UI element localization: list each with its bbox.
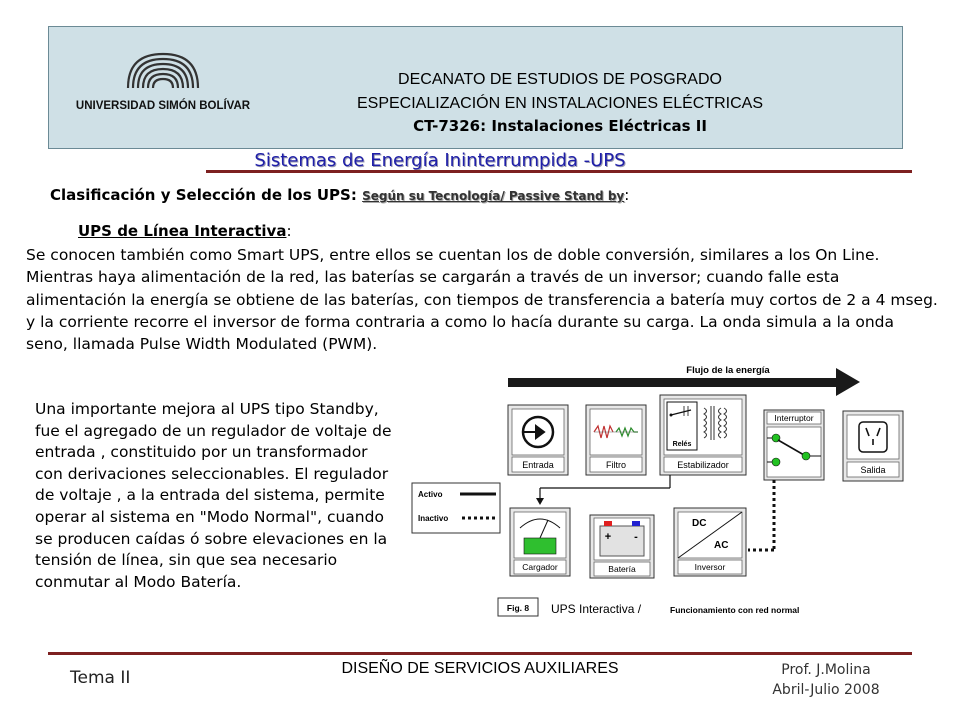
legend: Activo Inactivo — [411, 482, 501, 534]
block-cargador: Cargador — [509, 507, 571, 577]
footer-rule — [48, 652, 912, 655]
footer-course: DISEÑO DE SERVICIOS AUXILIARES — [341, 660, 619, 677]
intro-paragraph: Se conocen también como Smart UPS, entre… — [26, 246, 938, 354]
title-rule — [206, 170, 912, 173]
header-line-2: ESPECIALIZACIÓN EN INSTALACIONES ELÉCTRI… — [356, 95, 764, 112]
switch-contact-output — [801, 451, 811, 461]
battery-icon — [599, 525, 645, 557]
section-sub-suffix: : — [624, 186, 630, 204]
label-dc: DC — [692, 518, 706, 529]
block-filtro: Filtro — [585, 404, 647, 476]
institution-name: UNIVERSIDAD SIMÓN BOLÍVAR — [76, 99, 251, 112]
legend-activo: Activo — [418, 490, 443, 499]
label-ac: AC — [714, 540, 728, 551]
page-title: Sistemas de Energía Ininterrumpida -UPS — [254, 150, 626, 171]
charger-meter-icon — [519, 518, 561, 529]
caption-main: UPS Interactiva / — [551, 602, 642, 616]
subheading: UPS de Línea Interactiva: — [78, 222, 292, 240]
course-code: CT-7326: Instalaciones Eléctricas II — [413, 117, 707, 135]
label-cargador: Cargador — [522, 562, 558, 572]
footer-professor: Prof. J.Molina — [781, 662, 871, 678]
label-bateria: Batería — [608, 564, 636, 574]
block-inversor: DC AC Inversor — [673, 507, 747, 577]
filter-noise-icon — [593, 424, 614, 439]
footer-term: Abril-Julio 2008 — [772, 682, 880, 698]
subheading-suffix: : — [286, 222, 292, 240]
switch-contact-battery — [771, 457, 781, 467]
label-estabilizador: Estabilizador — [677, 460, 729, 470]
ups-interactive-diagram: Flujo de la energía Entrada Filtro Relés — [411, 365, 860, 617]
block-interruptor: Interruptor — [763, 409, 825, 481]
caption-sub: Funcionamiento con red normal — [670, 605, 799, 615]
footer-author: Prof. J.Molina Abril-Julio 2008 — [736, 660, 916, 700]
block-bateria: + - Batería — [589, 514, 655, 579]
section-heading: Clasificación y Selección de los UPS: Se… — [50, 186, 629, 204]
label-interruptor: Interruptor — [774, 413, 813, 423]
label-entrada: Entrada — [522, 460, 554, 470]
flow-label: Flujo de la energía — [686, 365, 770, 376]
section-subtitle: Según su Tecnología/ Passive Stand by — [362, 189, 625, 203]
university-logo: UNIVERSIDAD SIMÓN BOLÍVAR — [76, 52, 251, 112]
label-salida: Salida — [860, 465, 885, 475]
label-inversor: Inversor — [695, 562, 726, 572]
energy-flow-arrow-shaft — [508, 378, 838, 387]
energy-flow-arrowhead — [836, 368, 860, 396]
block-estabilizador: Relés Estabilizador — [659, 394, 747, 476]
block-entrada: Entrada — [507, 404, 569, 476]
svg-text:-: - — [634, 531, 638, 543]
inverter-diagonal — [677, 511, 743, 559]
fig-label: Fig. 8 — [507, 603, 529, 613]
footer-topic: Tema II — [70, 668, 131, 688]
legend-inactivo: Inactivo — [418, 514, 448, 523]
subheading-label: UPS de Línea Interactiva — [78, 222, 287, 240]
header-banner — [48, 26, 903, 149]
section-heading-text: Clasificación y Selección de los UPS — [50, 186, 351, 204]
body-paragraph: Una importante mejora al UPS tipo Standb… — [35, 400, 392, 591]
transformer-icon — [703, 407, 707, 439]
label-filtro: Filtro — [606, 460, 626, 470]
header-line-1: DECANATO DE ESTUDIOS DE POSGRADO — [398, 71, 722, 88]
svg-text:+: + — [605, 531, 611, 543]
fig-label-box — [497, 597, 539, 617]
label-reles: Relés — [673, 441, 692, 448]
outlet-icon — [858, 421, 888, 453]
block-salida: Salida — [842, 410, 904, 482]
section-sub-prefix: : — [350, 186, 363, 204]
